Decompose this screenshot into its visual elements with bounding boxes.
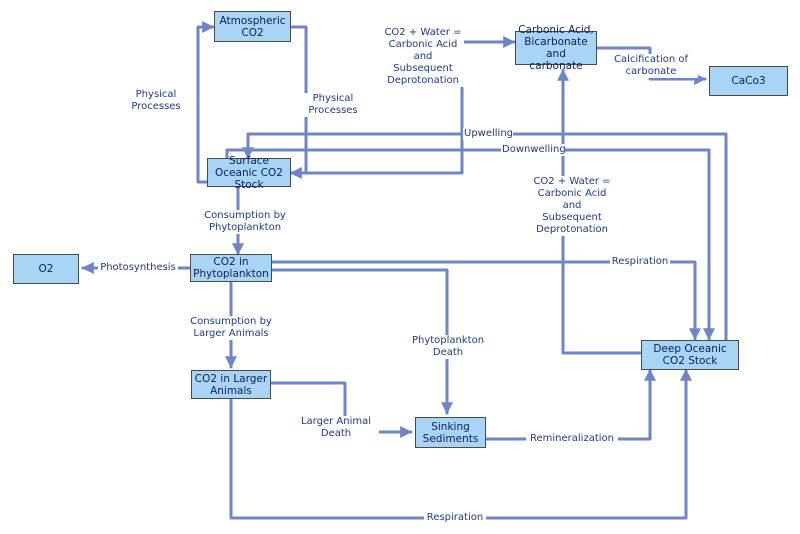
label-respiration-phytoplankton: Respiration [610,256,670,268]
edge-deep-to-carbonic [557,68,644,355]
edge-surface-to-carbonic [289,36,516,175]
edge-surface-to-atmospheric [196,21,215,184]
label-co2-water-right: CO2 + Water = Carbonic Acid and Subseque… [530,176,614,236]
edge-upwelling [242,132,728,343]
edge-phyto-respiration [270,260,701,341]
o2-box: O2 [13,254,79,284]
surface-oceanic-co2-box: Surface Oceanic CO2 Stock [207,155,291,191]
edge-downwelling [225,148,715,341]
sinking-sediments-box: Sinking Sediments [415,417,486,448]
label-respiration-larger-animals: Respiration [424,512,486,524]
label-phytoplankton-death: Phytoplankton Death [407,335,489,359]
label-co2-water-top: CO2 + Water = Carbonic Acid and Subseque… [382,27,464,87]
co2-in-larger-animals-box: CO2 in Larger Animals [191,370,271,399]
label-consumption-phytoplankton: Consumption by Phytoplankton [199,210,291,234]
atmospheric-co2-box: Atmospheric CO2 [214,11,291,42]
caco3-box: CaCo3 [709,66,788,96]
label-consumption-larger-animals: Consumption by Larger Animals [185,316,277,340]
label-larger-animal-death: Larger Animal Death [293,416,379,440]
label-physical-processes-left: Physical Processes [120,89,192,113]
deep-oceanic-co2-box: Deep Oceanic CO2 Stock [641,340,739,370]
label-remineralization: Remineralization [526,433,618,445]
edge-phyto-death [270,268,453,415]
co2-in-phytoplankton-box: CO2 in Phytoplankton [190,254,272,282]
carbonic-acid-box: Carbonic Acid, Bicarbonate and carbonate [515,24,597,72]
label-physical-processes-right: Physical Processes [299,93,367,117]
edge-remineralization [484,368,656,441]
label-calcification: Calcification of carbonate [604,54,698,78]
label-upwelling: Upwelling [463,128,514,140]
label-photosynthesis: Photosynthesis [98,262,178,274]
label-downwelling: Downwelling [501,144,566,156]
